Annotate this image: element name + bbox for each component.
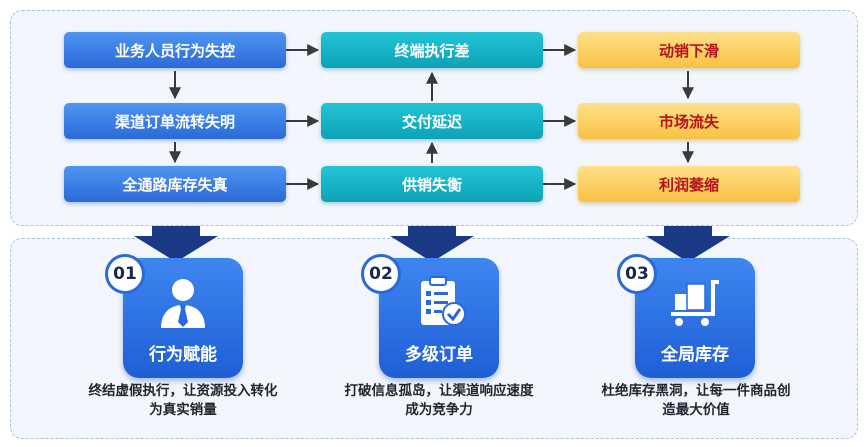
big-arrow-1 [134, 226, 218, 262]
outcome-box: 市场流失 [578, 103, 800, 139]
outcome-box: 动销下滑 [578, 32, 800, 68]
cause-box: 全通路库存失真 [64, 166, 286, 202]
cart-icon [671, 280, 719, 326]
step-badge: 02 [361, 254, 401, 294]
solution-title: 行为赋能 [149, 345, 217, 365]
outcome-box: 利润萎缩 [578, 166, 800, 202]
effect-box: 交付延迟 [321, 103, 543, 139]
solution-title: 多级订单 [405, 345, 473, 365]
step-badge: 03 [617, 254, 657, 294]
big-arrow-3 [646, 226, 730, 262]
solution-desc: 打破信息孤岛，让渠道响应速度成为竞争力 [344, 383, 534, 418]
solution-desc: 杜绝库存黑洞，让每一件商品创造最大价值 [601, 383, 791, 418]
effect-box: 供销失衡 [321, 166, 543, 202]
solution-title: 全局库存 [661, 345, 729, 365]
cause-box: 渠道订单流转失明 [64, 103, 286, 139]
cause-box: 业务人员行为失控 [64, 32, 286, 68]
big-arrow-2 [390, 226, 474, 262]
solution-desc: 终结虚假执行，让资源投入转化为真实销量 [88, 383, 278, 418]
effect-box: 终端执行差 [321, 32, 543, 68]
clipboard-check-icon [421, 276, 466, 326]
step-badge: 01 [105, 254, 145, 294]
person-icon [161, 279, 205, 328]
